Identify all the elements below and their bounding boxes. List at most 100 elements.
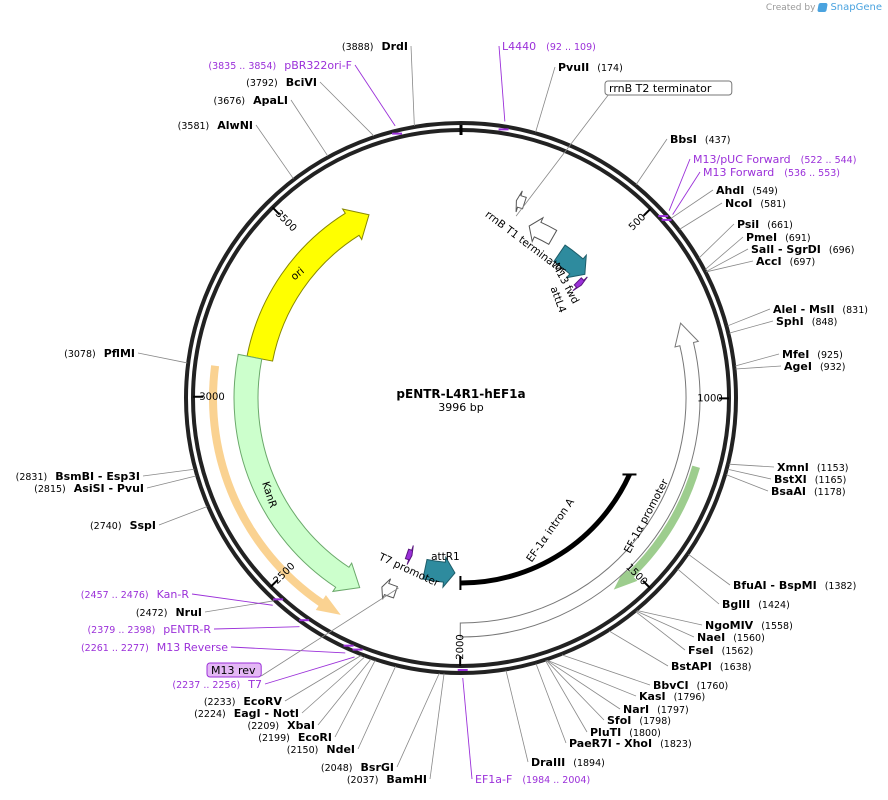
leader-line [137,352,188,364]
enzyme-name: AhdI [716,184,744,197]
enzyme-name: NruI [175,606,202,619]
t7_promoter-feature [381,578,399,600]
enzyme-name: BstAPI [671,660,712,673]
primer-range: (2457 .. 2476) [81,590,149,601]
enzyme-position: (1382) [825,581,857,592]
enzyme-name: SalI - SgrDI [751,243,821,256]
enzyme-position: (1638) [720,662,752,673]
enzyme-name: MfeI [782,348,809,361]
leader-line [535,663,567,744]
enzyme-position: (696) [829,245,855,256]
enzyme-name: ApaLI [253,94,288,107]
enzyme-site-label: PaeR7I - XhoI (1823) [569,737,692,750]
ruler-tick [642,580,651,589]
leader-line [317,658,372,726]
primer-range: (2379 .. 2398) [87,625,155,636]
enzyme-site-label: (2150)NdeI [287,743,355,756]
primer-leader-line [354,64,396,127]
leader-line [705,236,744,270]
enzyme-site-label: (3581)AlwNI [178,119,253,132]
enzyme-site-label: (3078)PflMI [64,347,135,360]
enzyme-position: (2472) [136,608,168,619]
leader-line [635,138,668,185]
leader-line [146,475,197,489]
leader-line [729,320,774,334]
enzyme-position: (831) [842,305,868,316]
enzyme-site-label: NarI(1797) [623,703,689,716]
enzyme-position: (848) [812,317,838,328]
enzyme-name: SspI [130,519,156,532]
primer-label: (2261 .. 2277)M13 Reverse [81,641,228,654]
enzyme-name: NgoMIV [705,619,754,632]
leader-line [301,656,366,714]
enzyme-name: NarI [623,703,649,716]
enzyme-position: (2815) [34,484,66,495]
primer-name: EF1a-F [475,773,512,786]
leader-line [688,554,731,586]
leader-line [636,610,695,638]
leader-line [204,600,274,613]
enzyme-site-label: BsaAI(1178) [771,485,846,498]
enzyme-position: (1796) [674,692,706,703]
enzyme-name: BstXI [774,473,807,486]
primer-range: (1984 .. 2004) [522,775,590,786]
credit-brand: SnapGene [830,2,882,13]
enzyme-position: (1798) [639,716,671,727]
box-leader-line [260,587,399,677]
enzyme-site-label: (3792)BciVI [246,76,317,89]
enzyme-position: (1823) [660,739,692,750]
enzyme-site-label: BglII(1424) [722,598,790,611]
enzyme-site-label: (2224)EagI - NotI [194,707,299,720]
ori-feature [246,208,370,362]
leader-line [396,672,440,768]
m13rev_box-text: M13 rev [211,664,256,677]
primer-label: (2457 .. 2476)Kan-R [81,588,190,601]
enzyme-position: (3888) [342,42,374,53]
primer-range: (2261 .. 2277) [81,643,149,654]
enzyme-name: AsiSI - PvuI [74,482,144,495]
enzyme-site-label: XmnI (1153) [777,461,848,474]
enzyme-name: SfoI [607,714,631,727]
enzyme-site-label: MfeI(925) [782,348,843,361]
enzyme-name: XmnI [777,461,809,474]
leader-line [357,665,397,750]
enzyme-name: BsaAI [771,485,806,498]
leader-line [679,202,723,230]
ruler-label: 1000 [697,393,722,404]
enzyme-name: PaeR7I - XhoI [569,737,652,750]
enzyme-site-label: SphI(848) [776,315,837,328]
primer-name: L4440 [502,40,536,53]
enzyme-position: (3792) [246,78,278,89]
snapgene-logo-icon [817,3,829,12]
leader-line [546,660,605,721]
primer-name: pENTR-R [163,623,211,636]
enzyme-site-label: PmeI(691) [746,231,811,244]
leader-line [547,659,637,697]
enzyme-position: (932) [820,362,846,373]
enzyme-position: (3676) [213,96,245,107]
leader-line [635,611,686,651]
enzyme-site-label: BfuAI - BspMI(1382) [733,579,856,592]
enzyme-position: (1165) [815,475,847,486]
leader-line [255,124,294,179]
enzyme-site-label: DraIII(1894) [531,756,605,769]
enzyme-position: (1153) [817,463,849,474]
enzyme-site-label: PluTI(1800) [590,726,661,739]
enzyme-site-label: BbvCI(1760) [653,679,728,692]
backbone-outer-strand [184,121,738,675]
leader-line [670,189,714,219]
leader-line [706,260,754,273]
enzyme-position: (1562) [722,646,754,657]
primer-leader-line [191,593,273,606]
enzyme-site-label: KasI(1796) [639,690,705,703]
enzyme-name: AleI - MslI [773,303,834,316]
enzyme-name: AlwNI [217,119,253,132]
primer-leader-line [672,171,701,215]
primer-leader-line [264,656,355,685]
enzyme-name: EcoRV [243,695,282,708]
m13rev-feature [404,545,414,565]
enzyme-site-label: (2037)BamHI [347,773,427,786]
enzyme-position: (2037) [347,775,379,786]
primer-label: EF1a-F (1984 .. 2004) [475,773,590,786]
